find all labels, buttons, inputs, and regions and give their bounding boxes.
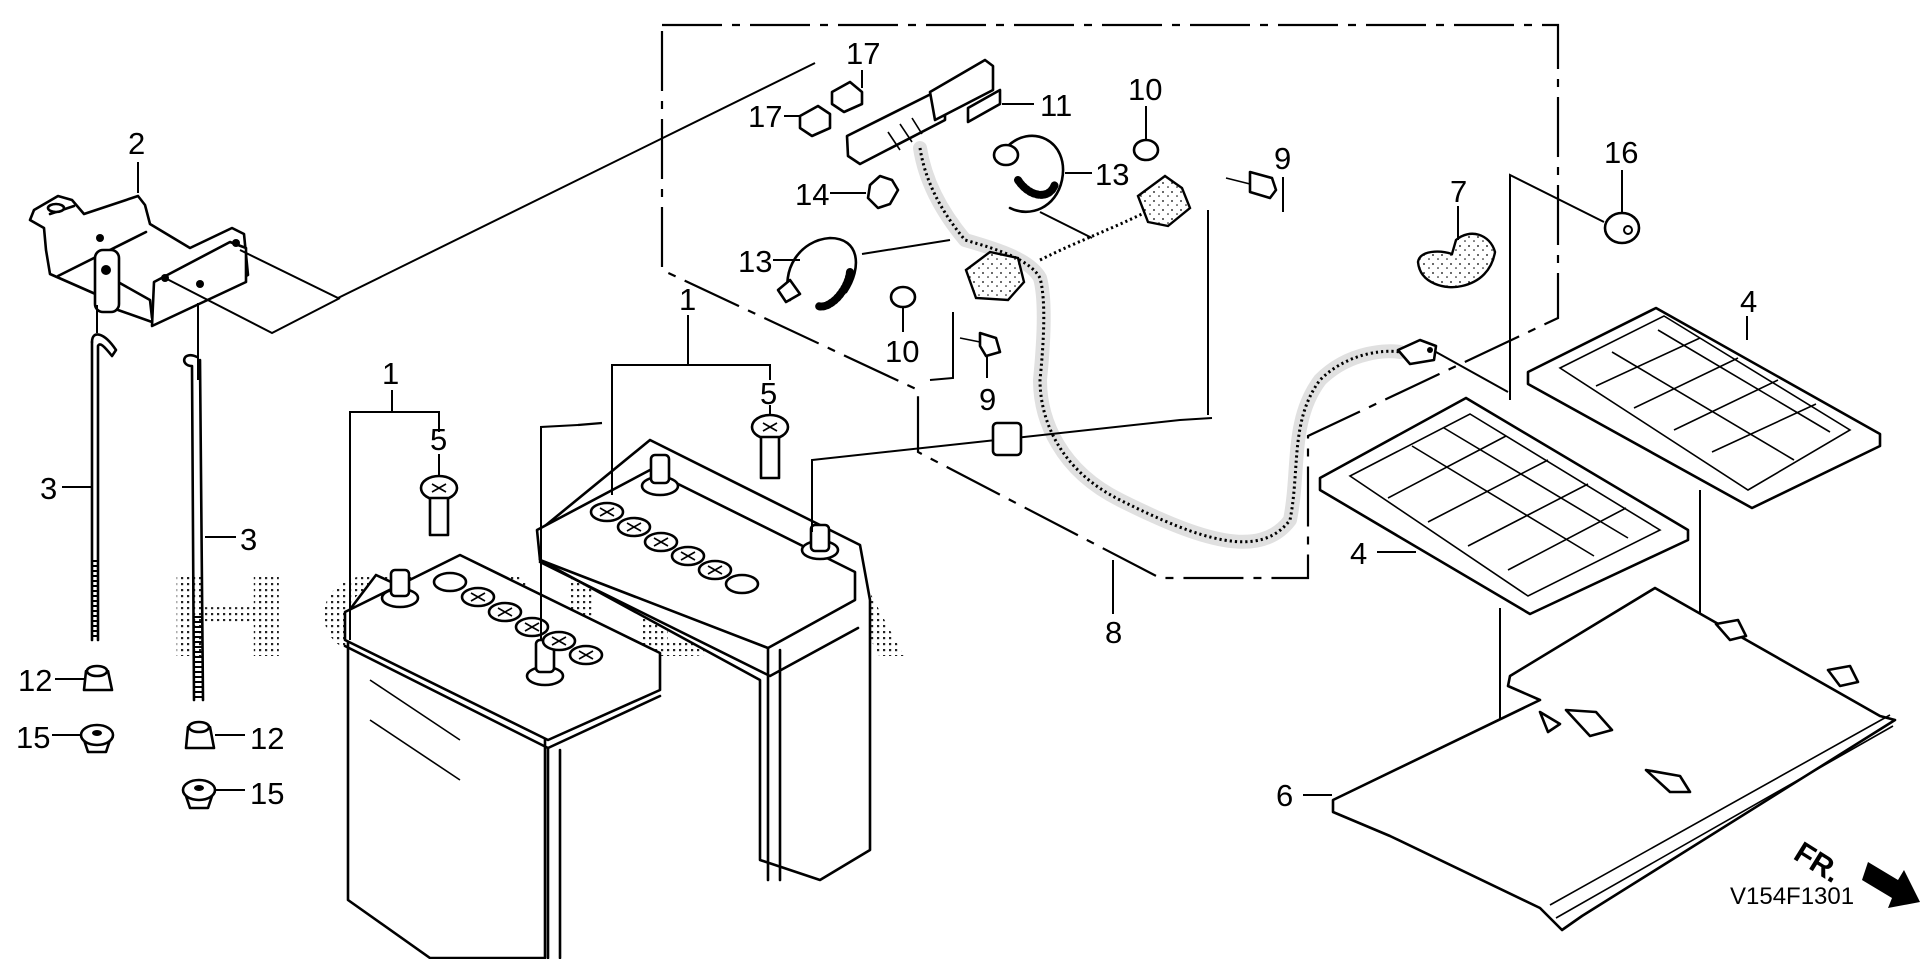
callout-8: 8 [1105,615,1122,650]
callout-12-right: 12 [250,721,284,756]
callout-15-right: 15 [250,776,284,811]
callout-11: 11 [1040,88,1072,123]
terminal-connector [964,174,1192,302]
flange-nut-16 [1509,170,1641,400]
callout-13-left: 13 [738,244,772,279]
nut-12-right [184,720,216,750]
vent-plug-left [419,454,459,537]
callout-14: 14 [795,177,829,212]
front-direction-arrow-icon [1862,862,1920,908]
callout-1-left: 1 [382,356,399,391]
vent-plug-right [750,405,790,480]
callout-5-left: 5 [430,422,447,457]
callout-4-left: 4 [1350,536,1367,571]
callout-16: 16 [1604,135,1638,170]
callout-1-right: 1 [679,282,696,317]
callout-2: 2 [128,126,145,161]
callout-9-bottom: 9 [979,382,996,417]
fuse-17-top [830,70,864,114]
callout-6: 6 [1276,778,1293,813]
cable-band-13-left [773,236,951,311]
callout-3-right: 3 [240,522,257,557]
callout-7: 7 [1450,174,1467,209]
fuse-17-left [784,104,832,138]
terminal-post [380,568,420,609]
battery-setting-bolt-right [183,303,205,702]
terminal-post [640,453,680,497]
callout-10-bottom: 10 [885,334,919,369]
bolt-9-top [1225,170,1284,212]
callout-12-left: 12 [18,663,52,698]
nut-12-left [82,664,114,692]
battery-left [343,553,662,959]
callout-5-right: 5 [760,376,777,411]
terminal-cover-7 [1416,206,1497,289]
callout-4-right: 4 [1740,284,1757,319]
nut-10-bottom [889,285,917,332]
vent-caps [589,501,760,595]
battery-setting-bolt-left [90,305,118,642]
cable-assembly-boundary [660,23,1560,580]
nut-10-top [1132,106,1160,162]
battery-tray-grid-right [1526,306,1882,680]
washer-nut-15-left [79,723,115,754]
clip-14 [830,174,900,210]
cable-band-13-right [992,134,1093,239]
cable-eyelet [1396,338,1509,393]
callout-17-left: 17 [748,99,782,134]
callout-3-left: 3 [40,471,57,506]
callout-labels: 2 3 3 12 15 12 15 1 5 1 5 17 17 11 14 13… [16,36,1757,813]
washer-nut-15-right [181,778,217,810]
fuse-box [845,58,995,166]
callout-9-top: 9 [1274,141,1291,176]
diagram-code: V154F1301 [1730,883,1854,910]
callout-17-top: 17 [846,36,880,71]
callout-15-left: 15 [16,720,50,755]
bolt-9-bottom [959,331,1002,378]
terminal-post [800,523,840,561]
callout-13-right: 13 [1095,157,1129,192]
connector-8 [991,421,1023,457]
front-direction-label: FR. [1788,836,1846,890]
battery-setting-bracket [28,194,250,328]
battery-base-plate-6 [1303,586,1897,932]
vent-caps [432,571,604,666]
battery-right [535,438,872,882]
callout-10-top: 10 [1128,72,1162,107]
battery-tray-grid-left [1318,396,1690,786]
tape-11 [966,88,1034,124]
